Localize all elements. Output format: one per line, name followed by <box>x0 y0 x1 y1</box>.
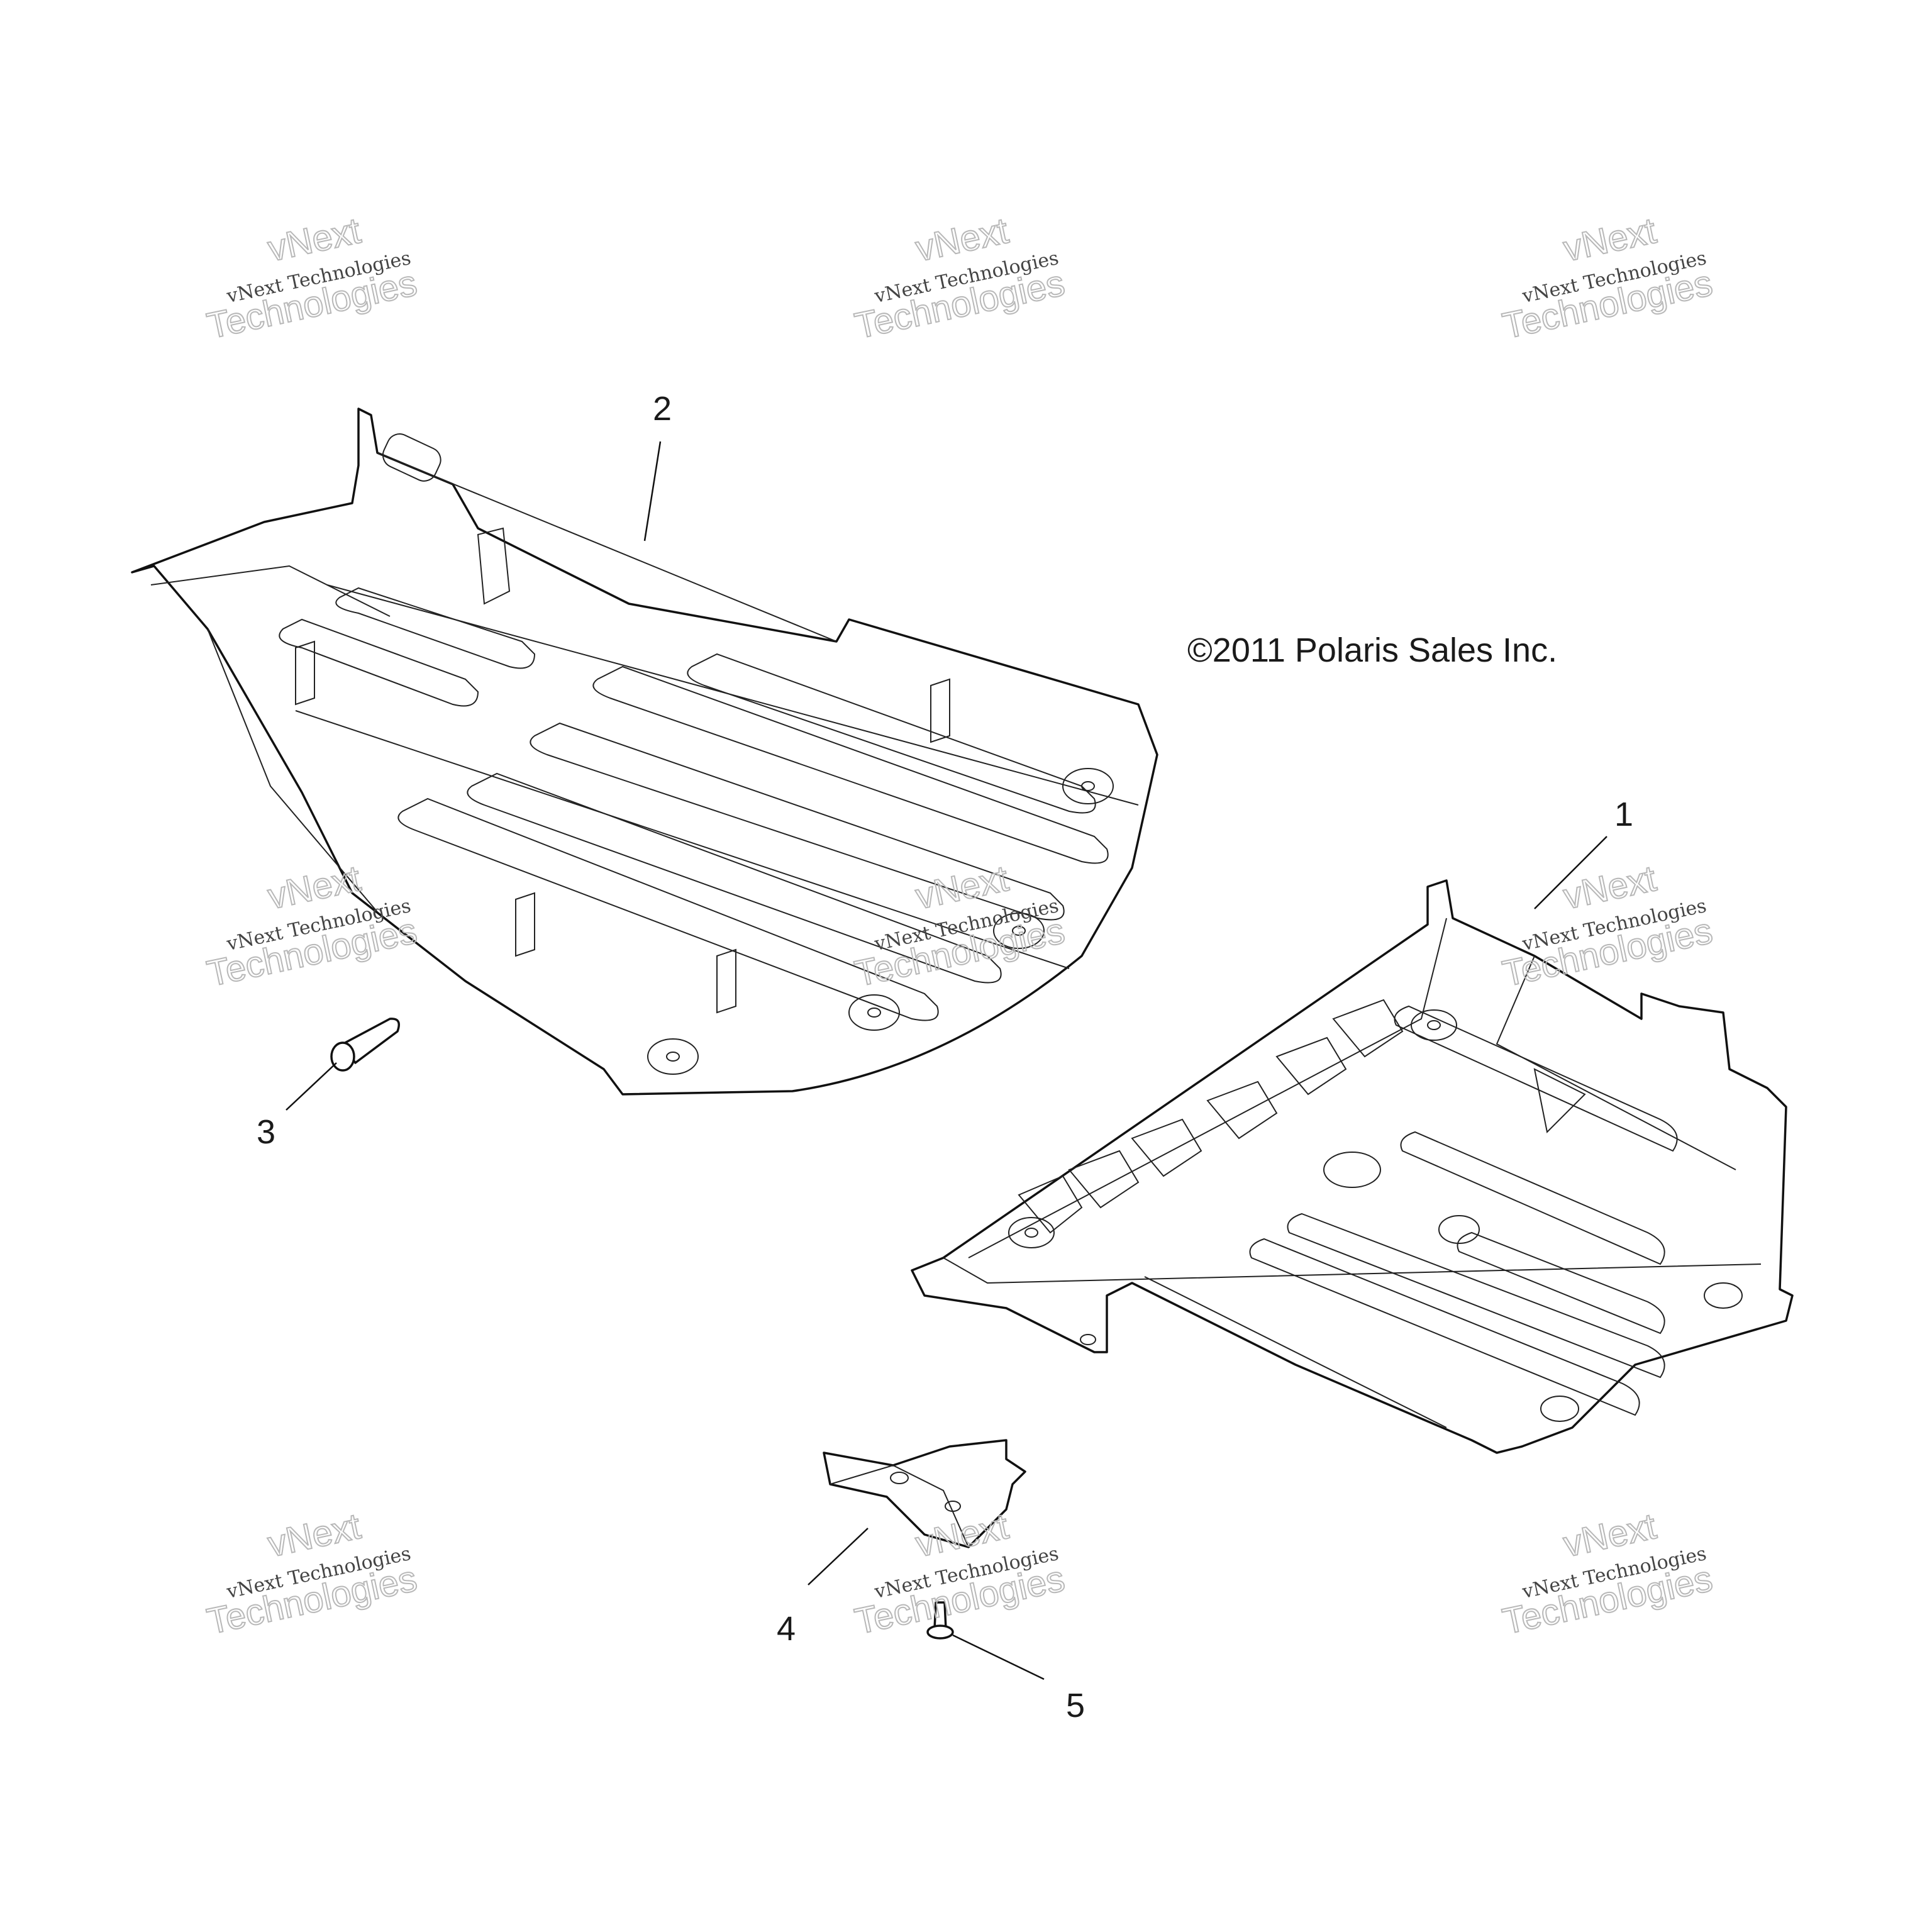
copyright-notice: ©2011 Polaris Sales Inc. <box>1187 631 1557 669</box>
leader-lines <box>286 441 1607 1680</box>
callout-3: 3 <box>257 1113 275 1151</box>
bracket-part[interactable] <box>823 1439 1026 1548</box>
bolt-part[interactable] <box>330 1018 400 1072</box>
callout-1: 1 <box>1614 796 1633 833</box>
skid-plate-rear[interactable] <box>131 408 1158 1096</box>
callout-5: 5 <box>1066 1687 1085 1724</box>
skid-plate-front[interactable] <box>911 879 1794 1454</box>
callout-2: 2 <box>653 390 672 428</box>
rivet-part[interactable] <box>926 1601 954 1640</box>
callout-4: 4 <box>777 1610 796 1648</box>
